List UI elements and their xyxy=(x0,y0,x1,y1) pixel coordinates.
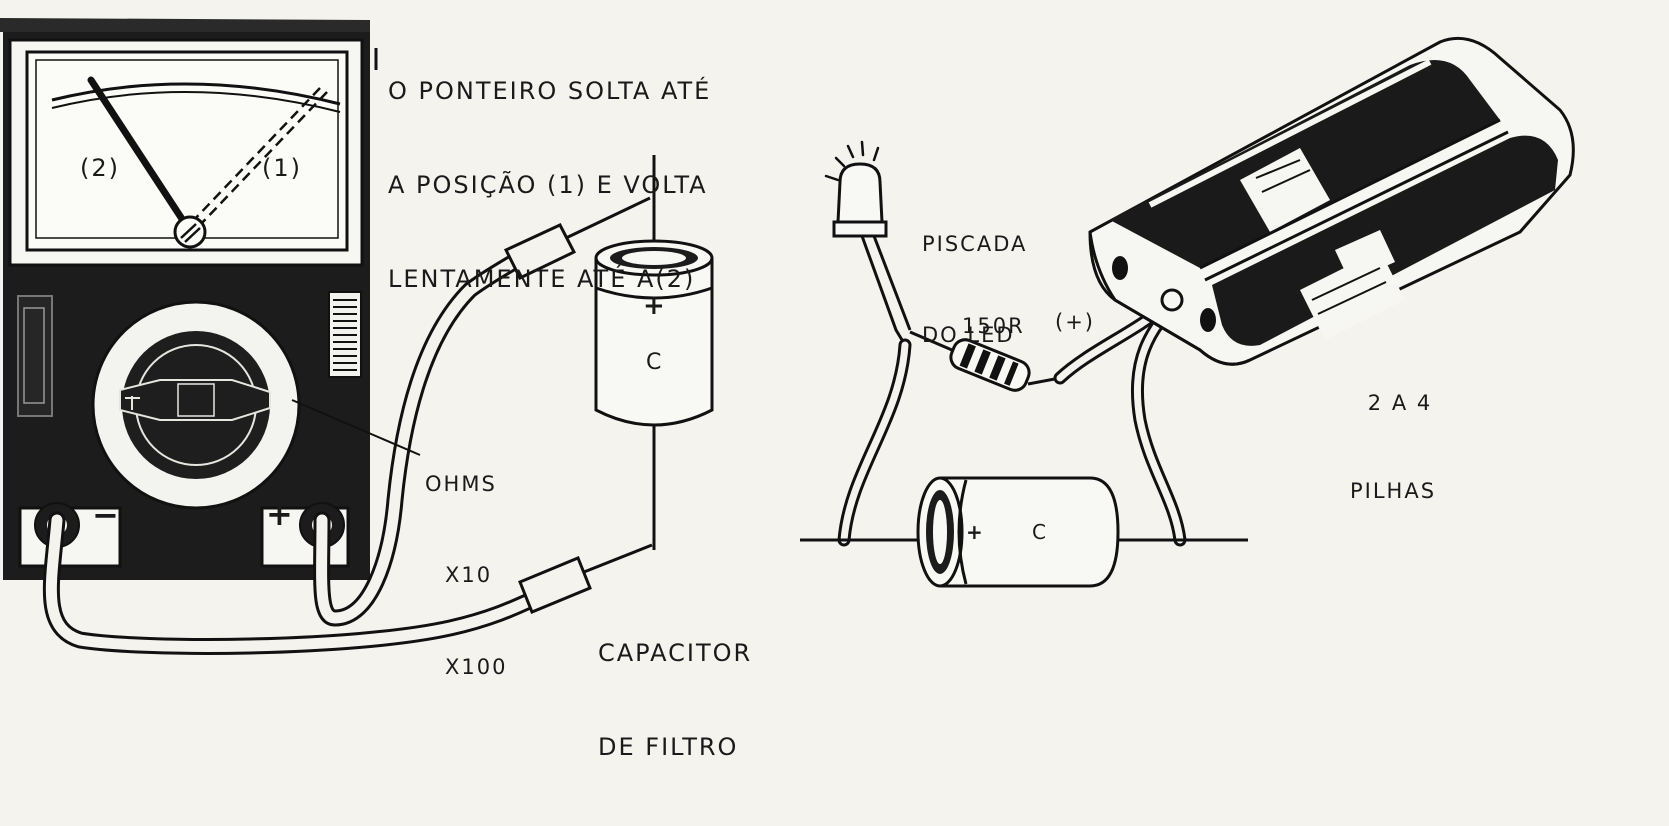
filter-capacitor xyxy=(594,155,714,550)
led-note: PISCADA DO LED xyxy=(922,168,1027,412)
pointer-note-line-2: A POSIÇÃO (1) E VOLTA xyxy=(388,170,708,199)
led-note-line-1: PISCADA xyxy=(922,231,1028,256)
led-note-line-2: DO LED xyxy=(922,323,1015,348)
cap-right-name: C xyxy=(1032,520,1048,544)
horizontal-capacitor xyxy=(916,476,1120,588)
diagram-stage: O PONTEIRO SOLTA ATÉ A POSIÇÃO (1) E VOL… xyxy=(0,14,1575,761)
pointer-note-line-3: LENTAMENTE ATÉ A(2) xyxy=(388,264,696,293)
battery-note-line-1: 2 A 4 xyxy=(1367,390,1433,415)
battery-holder xyxy=(1088,36,1575,366)
capacitor-note-line-1: CAPACITOR xyxy=(598,639,753,668)
cap-left-plus: + xyxy=(643,291,667,321)
battery-negative-wire xyxy=(1130,293,1187,547)
scale-mark-1: (1) xyxy=(262,154,302,182)
battery-note: 2 A 4 PILHAS xyxy=(1350,330,1436,565)
pointer-note-line-1: O PONTEIRO SOLTA ATÉ xyxy=(388,77,712,106)
resistor-150r xyxy=(909,330,1061,392)
probe-lower xyxy=(518,543,653,614)
cap-right-plus: + xyxy=(966,520,985,544)
multimeter xyxy=(0,18,370,580)
battery-polarity: (+) xyxy=(1055,310,1095,334)
terminal-neg-sign: − xyxy=(92,496,121,534)
terminal-pos-sign: + xyxy=(266,495,295,533)
probe-upper xyxy=(503,196,651,280)
pointer-note: O PONTEIRO SOLTA ATÉ A POSIÇÃO (1) E VOL… xyxy=(388,14,711,357)
led xyxy=(824,140,912,341)
probe-leads xyxy=(42,243,549,655)
pointer-position-2 xyxy=(87,76,188,226)
pointer-position-1-b xyxy=(199,91,328,226)
range-label: OHMS X10 X100 xyxy=(425,408,507,743)
side-knob-left xyxy=(17,295,53,417)
scale-mark-2: (2) xyxy=(80,154,120,182)
range-x10: X10 xyxy=(445,563,493,588)
led-wire xyxy=(837,338,912,547)
cap-left-name: C xyxy=(646,350,664,375)
circuit-illustration xyxy=(0,18,1575,655)
meter-scale-arc xyxy=(51,82,341,106)
capacitor-note: CAPACITOR DE FILTRO xyxy=(598,576,752,826)
range-x100: X100 xyxy=(445,654,508,679)
selector-pointer xyxy=(119,379,271,421)
selector-callout-line xyxy=(291,399,421,456)
capacitor-note-line-2: DE FILTRO xyxy=(598,732,739,761)
pointer-pivot xyxy=(173,215,207,249)
resistor-value: 150R xyxy=(962,314,1025,338)
range-ohms: OHMS xyxy=(425,471,497,496)
battery-note-line-2: PILHAS xyxy=(1350,478,1437,503)
